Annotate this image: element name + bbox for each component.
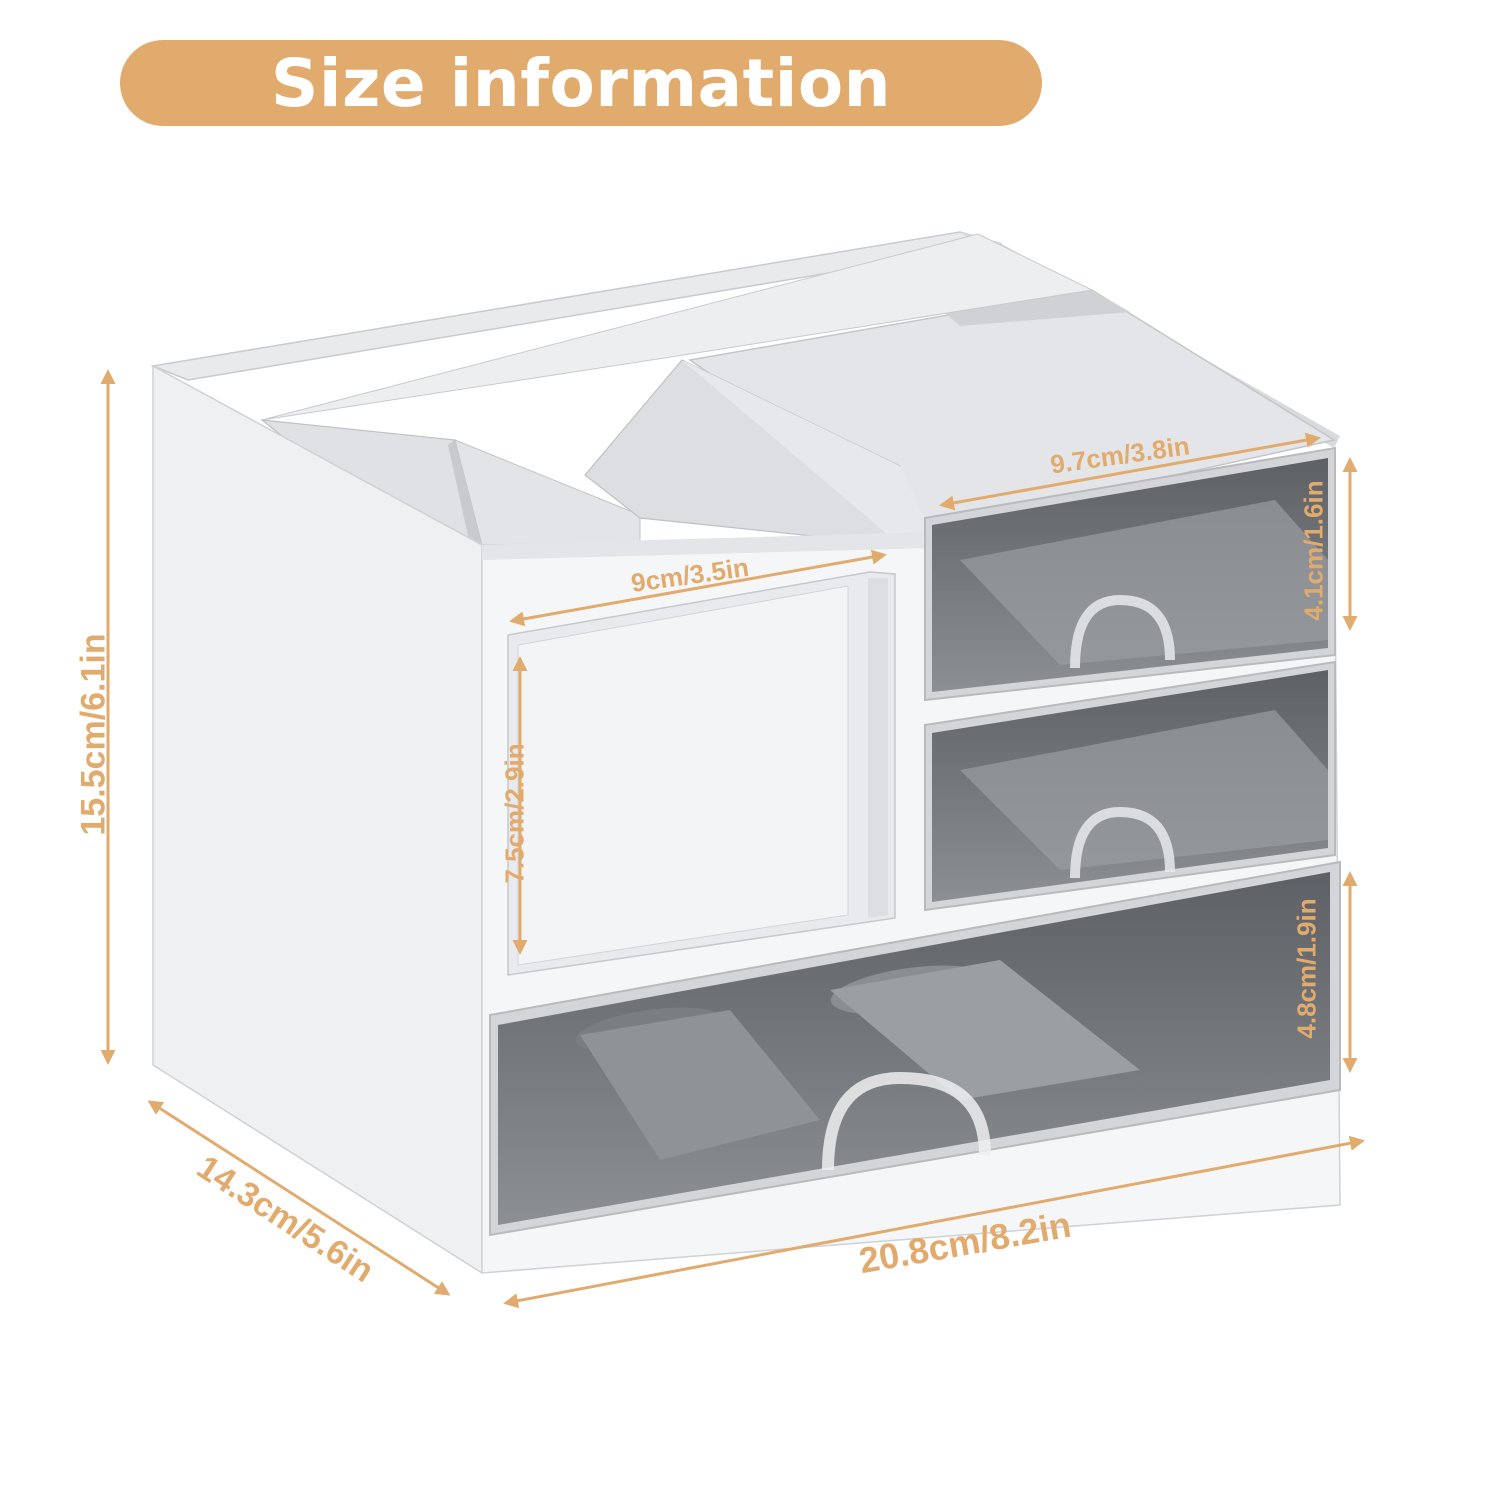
panel-height-label: 7.5cm/2.9in — [499, 743, 530, 884]
drawer-handle-icon — [1070, 806, 1175, 879]
drawer-handle-icon — [822, 1071, 991, 1171]
drawer-width-arrow — [939, 432, 1321, 511]
large-drawer-height-label: 4.8cm/1.9in — [1291, 898, 1322, 1039]
drawer-middle[interactable] — [924, 660, 1336, 912]
page-title: Size information — [270, 44, 892, 122]
panel-width-arrow — [509, 549, 887, 627]
height-label: 15.5cm/6.1in — [74, 633, 113, 836]
dimension-arrows — [100, 369, 1365, 1309]
title-banner: Size information — [120, 40, 1042, 126]
depth-arrow — [147, 1100, 451, 1296]
small-drawer-height-label: 4.1cm/1.6in — [1298, 480, 1329, 621]
width-arrow — [503, 1135, 1365, 1309]
drawer-handle-icon — [1070, 594, 1175, 669]
front-panel-insert — [507, 571, 896, 976]
drawer-top[interactable] — [924, 446, 1336, 702]
